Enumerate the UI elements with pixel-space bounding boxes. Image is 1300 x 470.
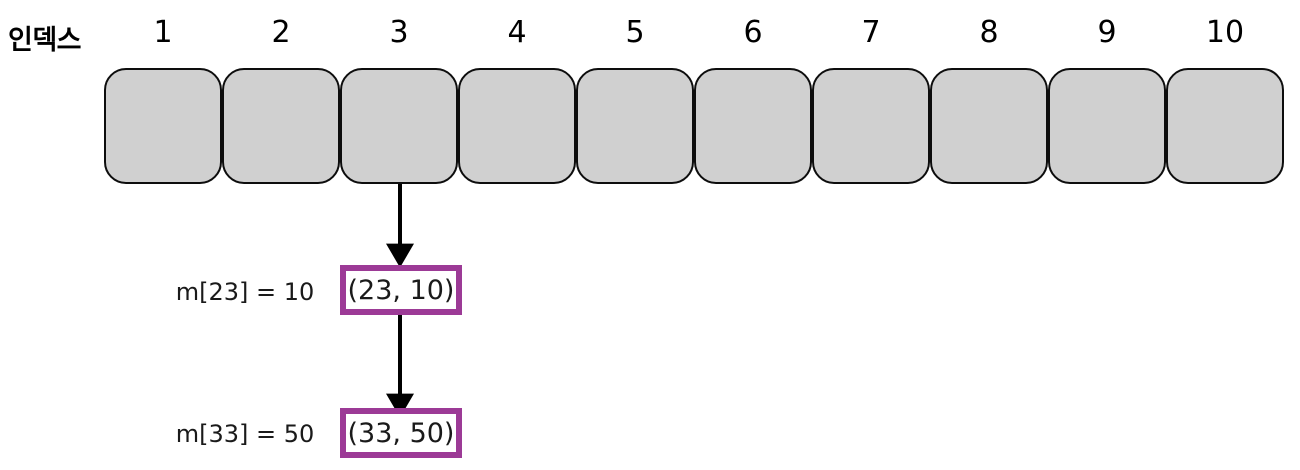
index-number-10: 10 <box>1205 15 1245 50</box>
array-slot-1[interactable] <box>104 68 222 184</box>
array-slot-4[interactable] <box>458 68 576 184</box>
array-slot-3[interactable] <box>340 68 458 184</box>
node-caption-1: m[23] = 10 <box>175 278 315 306</box>
index-number-2: 2 <box>271 15 291 50</box>
index-number-1: 1 <box>153 15 173 50</box>
chain-node-2[interactable]: (33, 50) <box>340 408 462 458</box>
index-number-9: 9 <box>1097 15 1117 50</box>
array-slot-2[interactable] <box>222 68 340 184</box>
array-slot-10[interactable] <box>1166 68 1284 184</box>
array-slot-6[interactable] <box>694 68 812 184</box>
index-number-5: 5 <box>625 15 645 50</box>
index-number-7: 7 <box>861 15 881 50</box>
chain-node-1[interactable]: (23, 10) <box>340 265 462 315</box>
index-row-label: 인덱스 <box>8 25 82 56</box>
array-slot-8[interactable] <box>930 68 1048 184</box>
node-caption-2: m[33] = 50 <box>175 420 315 448</box>
array-slot-9[interactable] <box>1048 68 1166 184</box>
index-number-6: 6 <box>743 15 763 50</box>
index-number-3: 3 <box>389 15 409 50</box>
array-slot-7[interactable] <box>812 68 930 184</box>
index-number-8: 8 <box>979 15 999 50</box>
index-number-4: 4 <box>507 15 527 50</box>
array-slot-5[interactable] <box>576 68 694 184</box>
